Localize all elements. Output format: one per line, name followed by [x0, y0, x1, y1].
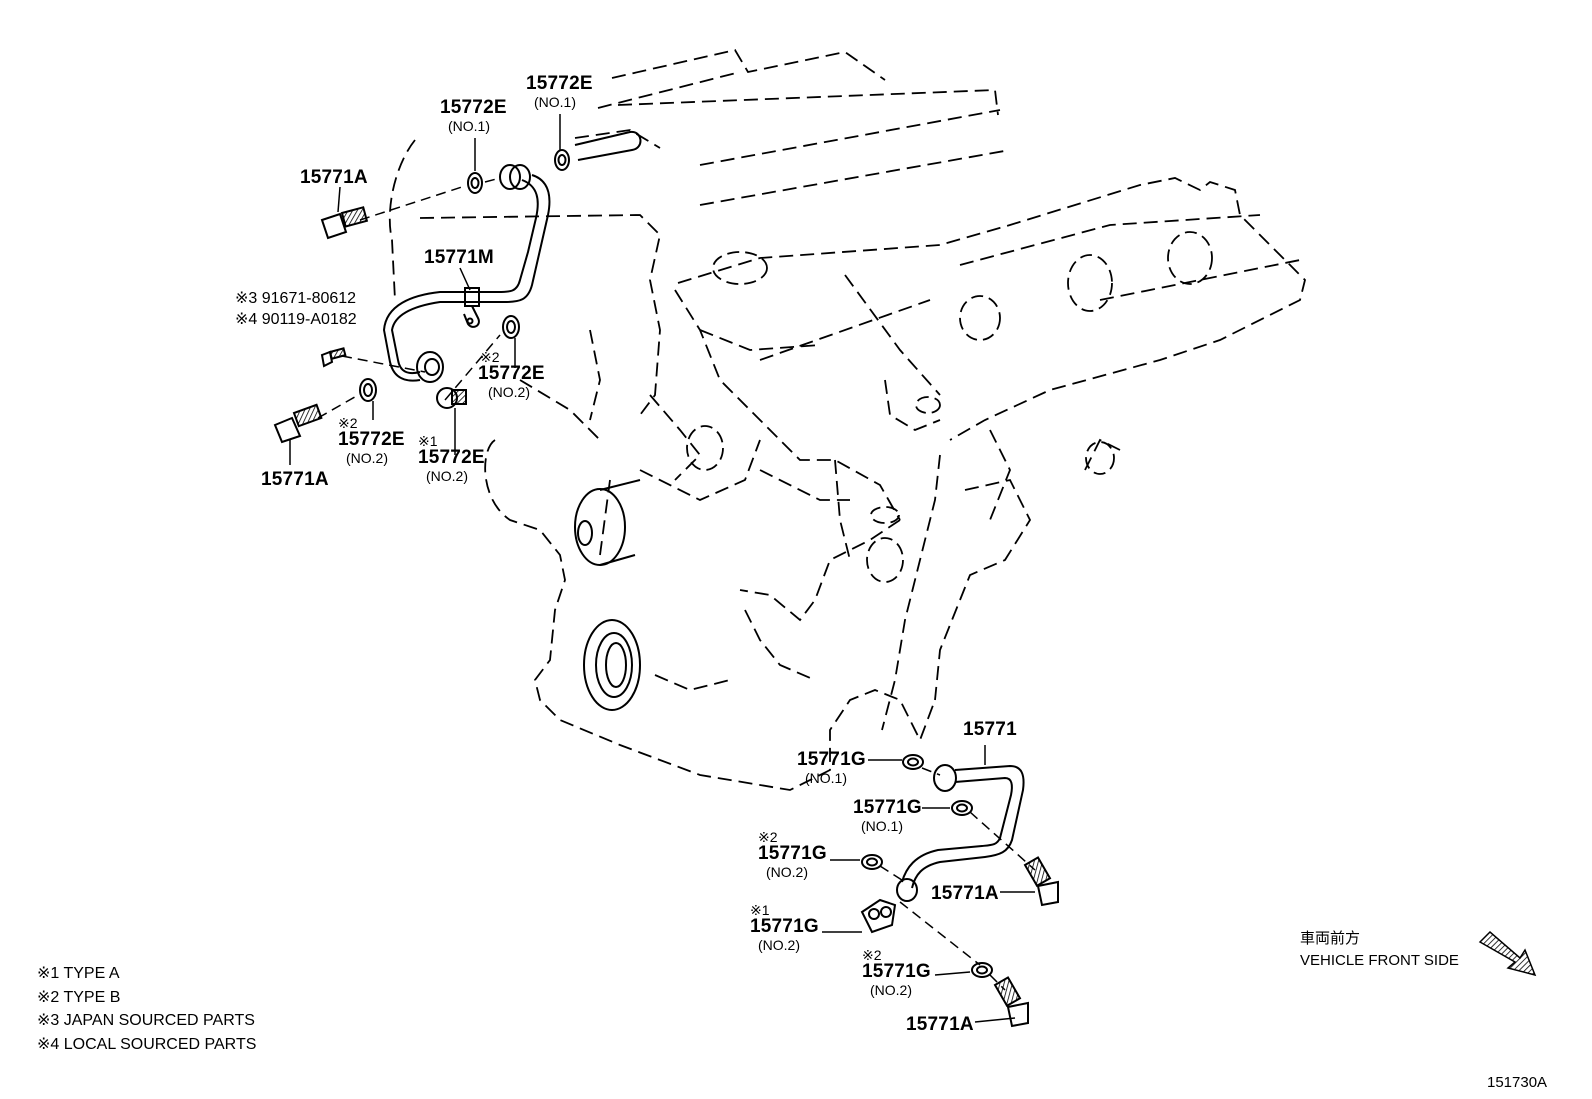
callout-15771g-no2-type-a: ※1 15771G (NO.2): [750, 902, 819, 953]
callout-15771a-lower-mid: 15771A: [931, 883, 999, 904]
engine-bosses: [686, 231, 1213, 583]
union-bolts-upper: [273, 206, 467, 444]
assembly-lines-lower: [879, 767, 1036, 991]
legend-item: ※2 TYPE B: [37, 988, 121, 1006]
callout-15772e-no1-upper-left: 15772E (NO.1): [440, 97, 507, 134]
callout-15772e-no2-type-b-left: ※2 15772E (NO.2): [338, 415, 405, 466]
gasket-rings-upper: [359, 149, 570, 402]
leader-lines-lower: [822, 745, 1035, 1023]
callout-15771a-bottom: 15771A: [906, 1014, 974, 1035]
callout-15771g-no1-a: 15771G (NO.1): [797, 749, 866, 786]
callout-15771: 15771: [963, 719, 1017, 740]
legend-item: ※1 TYPE A: [37, 965, 120, 982]
footnote-legend: ※1 TYPE A ※2 TYPE B ※3 JAPAN SOURCED PAR…: [37, 962, 256, 1056]
vehicle-front-label-en: VEHICLE FRONT SIDE: [1300, 952, 1459, 969]
illustration-code: 151730A: [1487, 1074, 1548, 1091]
callout-15771g-no2-type-b-b: ※2 15771G (NO.2): [862, 947, 931, 998]
callout-15771a-upper: 15771A: [300, 167, 368, 188]
lower-oil-pipe: [860, 764, 1025, 934]
leader-lines-upper: [289, 114, 561, 465]
callout-15771m: 15771M: [424, 247, 494, 268]
legend-item: ※4 LOCAL SOURCED PARTS: [37, 1035, 257, 1053]
engine-outline: [388, 48, 1306, 791]
gasket-rings-lower: [861, 754, 993, 978]
vehicle-front-label: 車両前方 VEHICLE FRONT SIDE: [1300, 928, 1459, 972]
union-bolts-lower: [993, 856, 1059, 1028]
pulley: [574, 479, 641, 566]
callout-15772e-no2-type-a: ※1 15772E (NO.2): [418, 433, 485, 484]
callout-15772e-no1-upper-right: 15772E (NO.1): [526, 73, 593, 110]
upper-oil-pipe: [382, 130, 642, 383]
vehicle-front-label-jp: 車両前方: [1300, 930, 1361, 947]
callout-15772e-no2-type-b-right: ※2 15772E (NO.2): [478, 349, 545, 400]
assembly-lines-upper: [317, 177, 501, 419]
callout-15771g-no1-b: 15771G (NO.1): [853, 797, 922, 834]
front-direction-arrow: [1478, 930, 1537, 977]
callout-15771a-lower-left: 15771A: [261, 469, 329, 490]
crank-seal: [583, 619, 641, 711]
legend-item: ※3 JAPAN SOURCED PARTS: [37, 1012, 255, 1029]
callout-15771g-no2-type-b-a: ※2 15771G (NO.2): [758, 829, 827, 880]
callout-bolt-91671-90119: ※3 91671-80612 ※4 90119-A0182: [235, 290, 357, 328]
